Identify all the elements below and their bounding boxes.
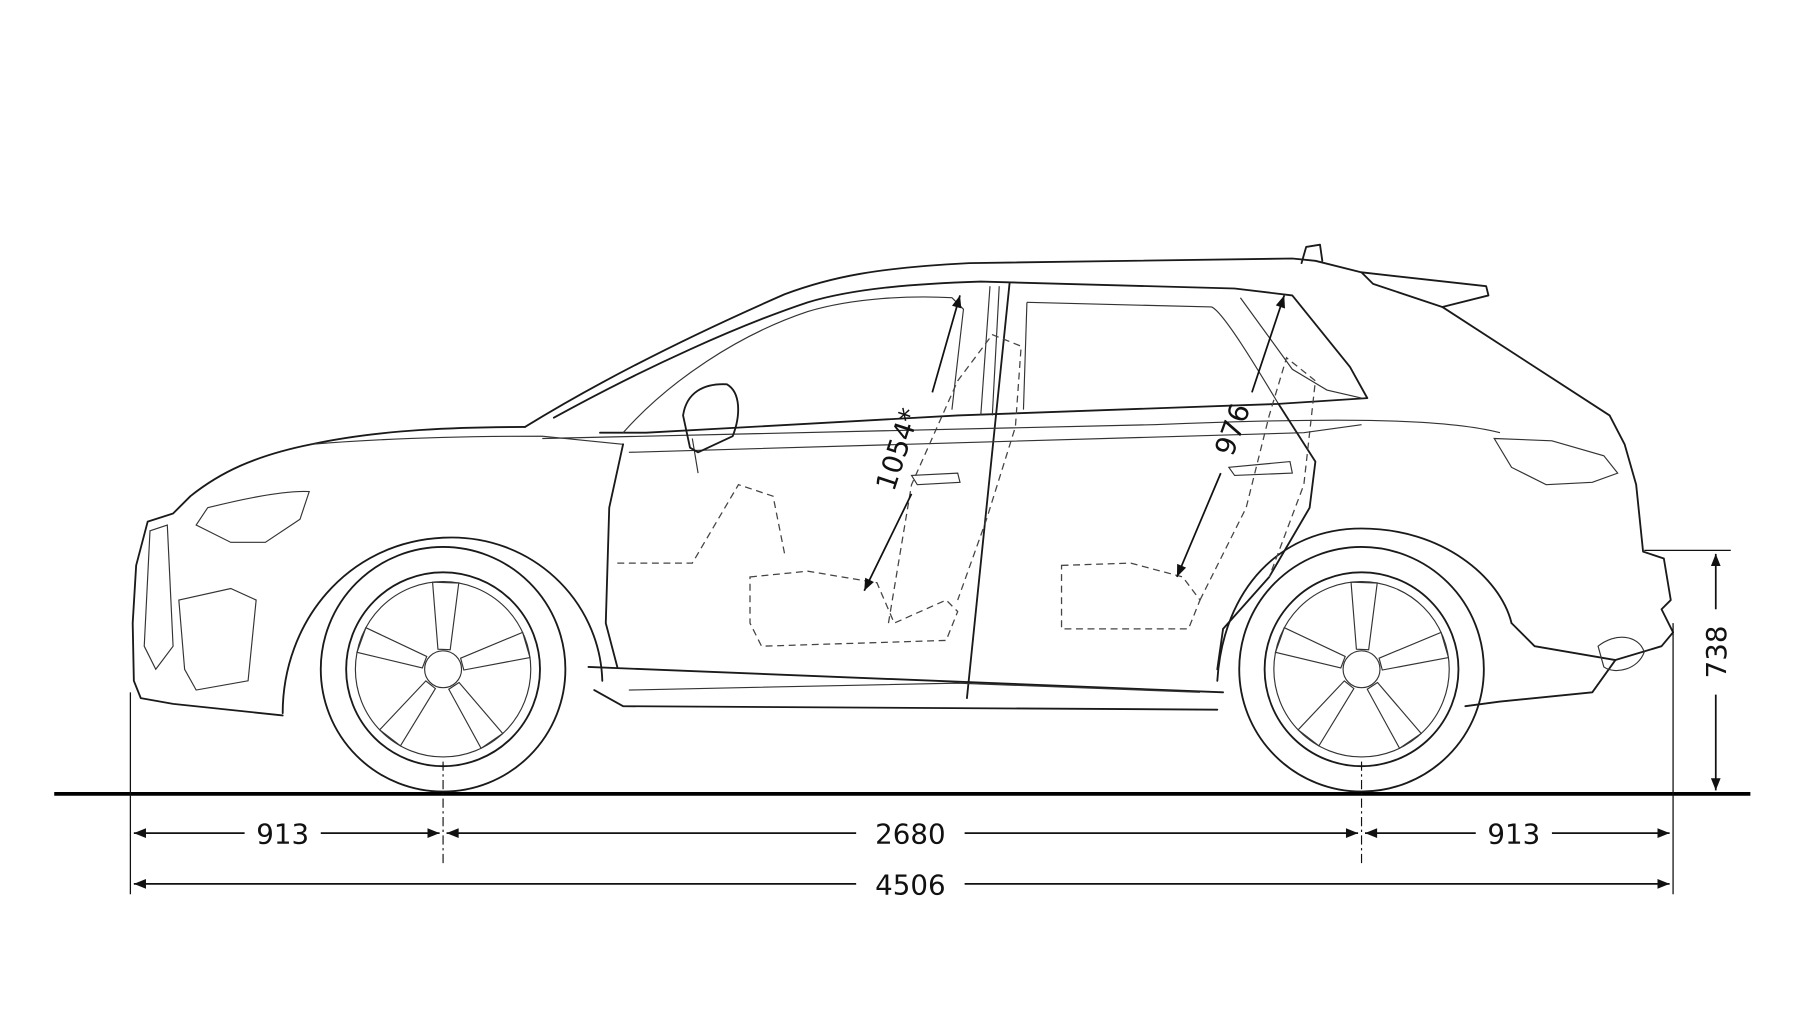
seat-outlines [617,333,1317,647]
dimension-front-overhang: 913 [133,818,440,851]
wheel-spoke [1297,680,1355,747]
dimension-rear-height: 738 [1700,553,1733,791]
wheel-spoke [378,680,437,747]
front-wheel [319,546,567,793]
extension-lines [129,549,1731,895]
rear-headroom-label: 976 [1208,399,1257,460]
car-body-outline [131,243,1674,717]
wheel-spoke [356,626,428,669]
dimension-wheelbase: 2680 [446,818,1359,851]
front-headroom-label: 1054* [869,404,926,495]
rear-overhang-label: 913 [1487,818,1540,851]
front-overhang-label: 913 [256,818,309,851]
rear-wheel [1238,546,1485,793]
wheel-spoke [448,681,504,750]
wheel-spoke [1274,626,1346,669]
wheel-spoke [1366,681,1423,750]
wheel-spoke [1378,631,1450,671]
wheel-spoke [431,581,460,651]
overall-length-label: 4506 [875,868,945,901]
dimension-rear-overhang: 913 [1364,818,1670,851]
wheel-spoke [459,631,531,671]
rear-height-label: 738 [1700,626,1733,679]
dimension-overall-length: 4506 [133,868,1670,901]
wheel-spoke [1350,581,1378,651]
wheelbase-label: 2680 [875,818,945,851]
